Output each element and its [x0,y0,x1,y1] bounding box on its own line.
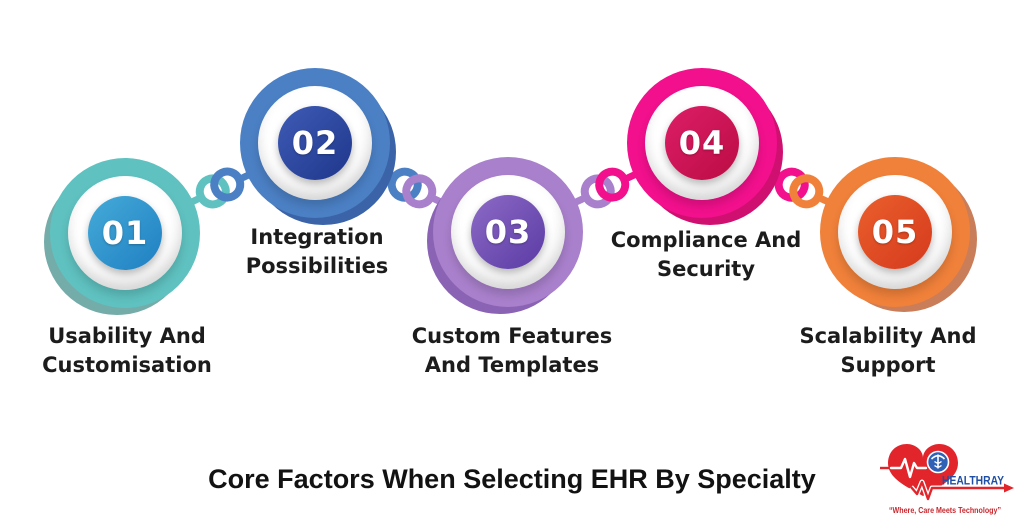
caduceus-snake-icon [934,460,942,464]
step-number-disc: 02 [278,106,352,180]
brand-tagline: “Where, Care Meets Technology” [889,505,1001,515]
ekg-arrow-line-icon [910,480,1005,501]
label-line: And Templates [424,353,600,377]
step-number: 05 [871,213,919,251]
label-line: Possibilities [245,254,389,278]
label-line: Integration [250,225,384,249]
step-3-label: Custom Features And Templates [402,322,622,380]
step-number-disc: 04 [665,106,739,180]
step-number: 04 [678,124,726,162]
arrowhead-icon [1004,483,1014,493]
caduceus-snake-icon [934,464,942,468]
label-line: Scalability And [799,324,977,348]
label-line: Customisation [42,353,212,377]
infographic-title: Core Factors When Selecting EHR By Speci… [208,464,816,494]
label-line: Custom Features [411,324,613,348]
step-number: 02 [291,124,339,162]
label-line: Security [656,257,756,281]
step-5-label: Scalability And Support [778,322,998,380]
step-number-disc: 05 [858,195,932,269]
label-line: Support [840,353,936,377]
step-1-label: Usability And Customisation [17,322,237,380]
label-line: Usability And [48,324,206,348]
step-5-circle: 05 [820,157,977,312]
step-number-disc: 01 [88,196,162,270]
caduceus-rod-icon [937,454,939,469]
ekg-line-icon [889,457,928,479]
step-number: 03 [484,213,532,251]
healthray-logo: HEALTHRAY “Where, Care Meets Technology” [878,438,1018,526]
step-number-disc: 03 [471,195,545,269]
label-line: Compliance And [610,228,802,252]
brand-name: HEALTHRAY [942,474,1004,488]
healthray-logo-graphic: HEALTHRAY “Where, Care Meets Technology” [880,444,1014,515]
step-4-circle: 04 [627,68,783,225]
step-number: 01 [101,214,149,252]
step-3-circle: 03 [427,157,583,314]
step-4-label: Compliance And Security [596,226,816,284]
step-2-label: Integration Possibilities [207,223,427,281]
step-1-circle: 01 [44,158,200,315]
step-2-circle: 02 [240,68,396,225]
